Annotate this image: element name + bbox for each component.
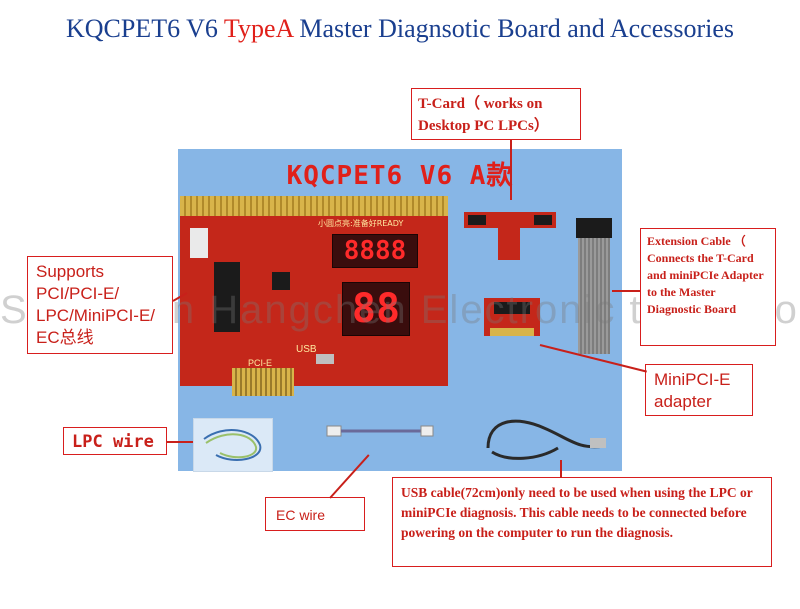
- usb-cable-image: [478, 408, 610, 468]
- pcie-silk-label: PCI-E: [248, 358, 273, 368]
- page-title: KQCPET6 V6 TypeA Master Diagnsotic Board…: [0, 14, 800, 44]
- pci-gold-fingers: [180, 196, 448, 216]
- callout-minipcie: MiniPCI-E adapter: [645, 364, 753, 416]
- title-part-type: TypeA: [223, 14, 293, 43]
- board-silkscreen: 小圆点亮:准备好READY: [318, 219, 404, 228]
- usb-silk-label: USB: [296, 344, 317, 355]
- leader-lpc: [167, 441, 193, 443]
- ec-wire-image: [325, 420, 435, 442]
- lpc-wire-image: [193, 418, 273, 472]
- reset-button: [272, 272, 290, 290]
- title-part-model: KQCPET6 V6: [65, 14, 224, 43]
- callout-tcard: T-Card（ works on Desktop PC LPCs）: [411, 88, 581, 140]
- extension-cable-image: [570, 200, 618, 360]
- callout-usb-cable: USB cable(72cm)only need to be used when…: [392, 477, 772, 567]
- lpc-header: [214, 262, 240, 332]
- minipcie-adapter-image: [478, 292, 546, 342]
- four-digit-display: 8888: [332, 234, 418, 268]
- title-part-rest: Master Diagnsotic Board and Accessories: [292, 14, 735, 43]
- leader-usb: [560, 460, 562, 478]
- panel-heading: KQCPET6 V6 A款: [286, 161, 514, 191]
- leader-extension: [612, 290, 640, 292]
- leader-tcard: [510, 140, 512, 200]
- callout-ec-wire: EC wire: [265, 497, 365, 531]
- pin-connector: [190, 228, 208, 258]
- callout-lpc-wire: LPC wire: [63, 427, 167, 455]
- callout-supports: Supports PCI/PCI-E/ LPC/MiniPCI-E/ EC总线: [27, 256, 173, 354]
- two-digit-display: 88: [342, 282, 410, 336]
- usb-port: [316, 354, 334, 364]
- tcard-image: [460, 200, 560, 264]
- pcie-edge-connector: [232, 368, 294, 396]
- callout-extension-cable: Extension Cable （ Connects the T-Card an…: [640, 228, 776, 346]
